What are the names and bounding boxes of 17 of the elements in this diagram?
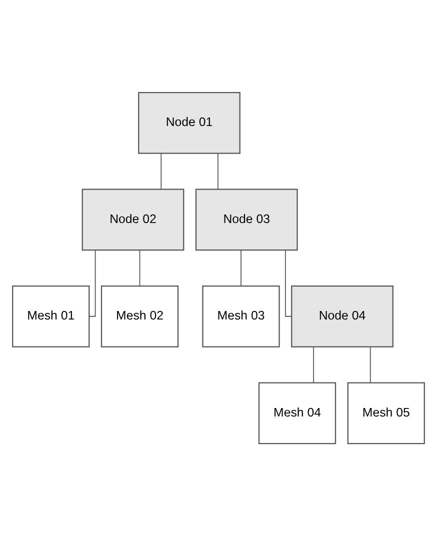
connector [240, 250, 242, 286]
node-box: Node 04 [291, 285, 394, 348]
node-box: Mesh 03 [202, 285, 280, 348]
node-box: Mesh 01 [12, 285, 90, 348]
node-box: Node 01 [138, 92, 240, 154]
node-box: Mesh 02 [100, 285, 179, 348]
node-box: Mesh 04 [258, 382, 336, 444]
connector [370, 346, 371, 384]
connector [160, 153, 162, 190]
node-box: Mesh 05 [347, 382, 425, 444]
connector [88, 250, 96, 317]
node-box: Node 02 [82, 188, 184, 251]
connector [217, 153, 218, 190]
connector [139, 250, 140, 286]
node-box: Node 03 [195, 188, 298, 251]
connector [284, 250, 292, 317]
connector [313, 346, 314, 384]
